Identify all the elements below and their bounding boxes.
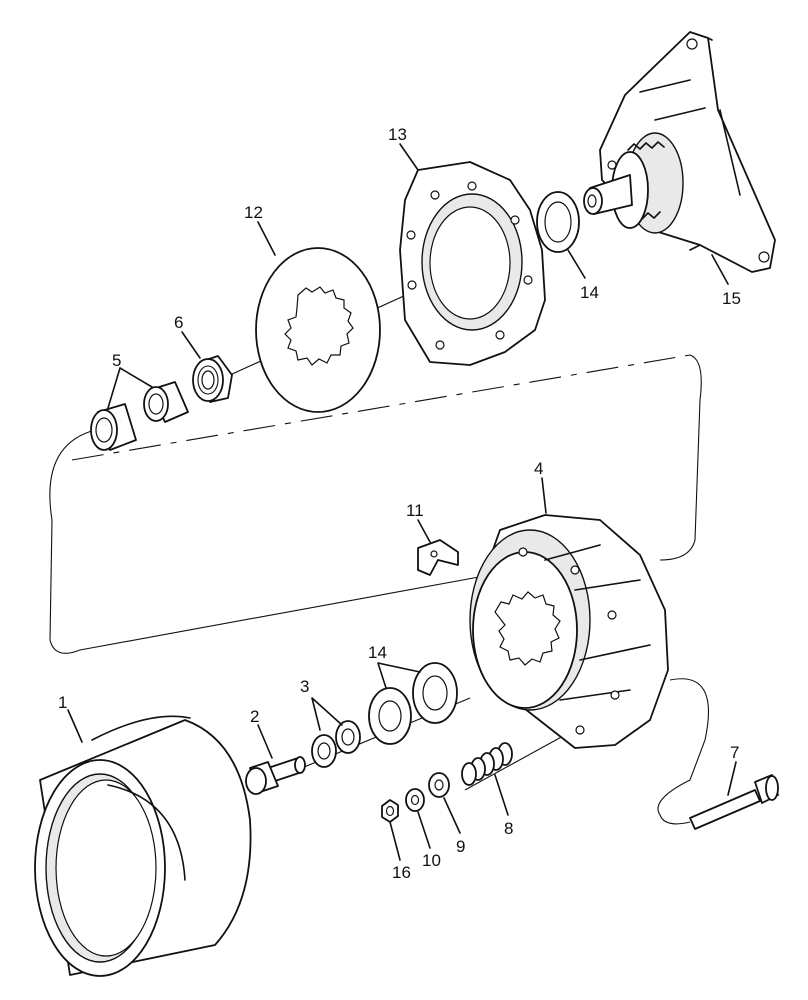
leader-13 (399, 143, 419, 171)
callout-7: 7 (730, 743, 739, 762)
part-15-spindle-flange (583, 31, 776, 273)
leader-5 (107, 367, 153, 409)
callouts: 1 2 3 4 5 6 7 8 9 10 11 12 13 14 14 15 1… (58, 125, 741, 882)
leader-15 (711, 254, 729, 285)
part-4-hub (469, 514, 669, 749)
leader-14a (567, 249, 586, 279)
leader-2 (257, 724, 273, 759)
part-3-washers (311, 720, 361, 768)
part-12-friction-disc (255, 247, 381, 413)
callout-15: 15 (722, 289, 741, 308)
part-8-spring (461, 742, 513, 786)
callout-14-upper: 14 (580, 283, 599, 302)
callout-12: 12 (244, 203, 263, 222)
callout-3: 3 (300, 677, 309, 696)
leader-lines (67, 143, 737, 861)
part-16-nut (381, 799, 399, 823)
loop-right (659, 354, 702, 561)
callout-6: 6 (174, 313, 183, 332)
part-11-bracket (417, 539, 459, 576)
leader-10 (417, 811, 431, 849)
leader-14b (377, 662, 421, 689)
callout-14-lower: 14 (368, 643, 387, 662)
leader-7 (727, 761, 737, 796)
loop-left (49, 429, 491, 654)
callout-9: 9 (456, 837, 465, 856)
part-1-brake-drum (34, 715, 252, 977)
callout-13: 13 (388, 125, 407, 144)
part-10-lockwasher (405, 788, 425, 812)
leader-12 (257, 221, 276, 256)
dashed-guide-line (71, 354, 691, 461)
part-14-washers-lower (368, 662, 458, 745)
callout-10: 10 (422, 851, 441, 870)
part-13-backing-plate (399, 161, 546, 366)
part-7-bolt (689, 774, 779, 830)
callout-8: 8 (504, 819, 513, 838)
loop-bolt (657, 678, 709, 825)
callout-16: 16 (392, 863, 411, 882)
part-5-bushings (90, 381, 189, 451)
leader-6 (181, 331, 201, 359)
leader-8 (494, 774, 509, 816)
leader-4 (541, 477, 547, 514)
part-14-seal-upper (536, 191, 580, 253)
callout-5: 5 (112, 351, 121, 370)
part-6-bearing (192, 355, 233, 403)
callout-11: 11 (406, 501, 424, 520)
part-2-bolt (245, 756, 306, 795)
leader-9 (443, 797, 461, 834)
leader-16 (389, 821, 401, 861)
callout-4: 4 (534, 459, 543, 478)
callout-2: 2 (250, 707, 259, 726)
callout-1: 1 (58, 693, 67, 712)
leader-11 (417, 519, 431, 543)
leader-3 (311, 697, 343, 731)
leader-1 (67, 709, 83, 743)
part-9-washer (428, 772, 450, 798)
